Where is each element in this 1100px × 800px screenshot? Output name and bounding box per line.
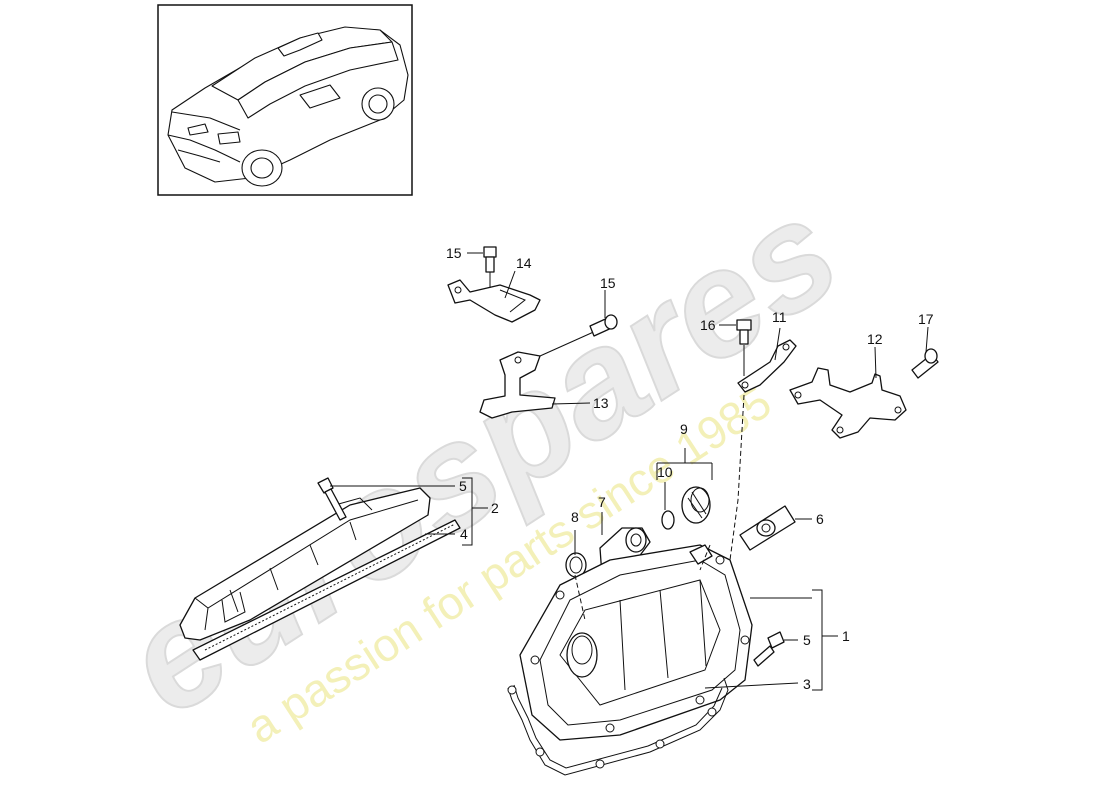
bracket-part-14: [447, 279, 541, 323]
callout-15-upper: 15: [446, 245, 462, 261]
callout-4: 4: [460, 526, 468, 542]
callout-12: 12: [867, 331, 883, 347]
watermark: eurospares a passion for parts since 198…: [95, 164, 867, 753]
callout-5-left: 5: [459, 478, 467, 494]
callout-stubs: [467, 252, 736, 326]
callout-3: 3: [803, 676, 811, 692]
callout-15-mid: 15: [600, 275, 616, 291]
callout-6: 6: [816, 511, 824, 527]
callout-1: 1: [842, 628, 850, 644]
bolt-part-15-mid: [589, 314, 618, 337]
bolt-part-16: [736, 319, 752, 345]
callout-17: 17: [918, 311, 934, 327]
ring-part-10: [661, 510, 675, 530]
leader-lines: [330, 270, 929, 691]
vehicle-thumbnail: [157, 4, 413, 196]
bracket-part-11: [737, 339, 797, 393]
bracket-part-13: [479, 329, 599, 419]
callout-9: 9: [680, 421, 688, 437]
callout-7: 7: [598, 494, 606, 510]
bracket-part-12: [789, 367, 907, 439]
callout-5-right: 5: [803, 632, 811, 648]
callouts: 1 2 3 4 5 5 6 7 8 9 10 11 12 13 14 15 15…: [446, 245, 934, 692]
bolt-part-15-upper: [483, 246, 497, 273]
bolt-part-17: [911, 348, 939, 379]
head-cover-part-1: [519, 544, 753, 741]
callout-10: 10: [657, 464, 673, 480]
callout-8: 8: [571, 509, 579, 525]
callout-13: 13: [593, 395, 609, 411]
callout-2: 2: [491, 500, 499, 516]
callout-14: 14: [516, 255, 532, 271]
car-illustration: [167, 26, 409, 187]
callout-11: 11: [772, 309, 787, 325]
callout-16: 16: [700, 317, 716, 333]
gasket-part-4: [192, 519, 461, 661]
bolt-part-5-left: [317, 477, 347, 521]
head-cover-part-2: [179, 487, 431, 641]
gasket-part-3: [507, 677, 729, 776]
cap-part-9: [681, 486, 711, 524]
seal-part-6: [739, 505, 796, 551]
bolt-part-5-right: [753, 631, 785, 667]
